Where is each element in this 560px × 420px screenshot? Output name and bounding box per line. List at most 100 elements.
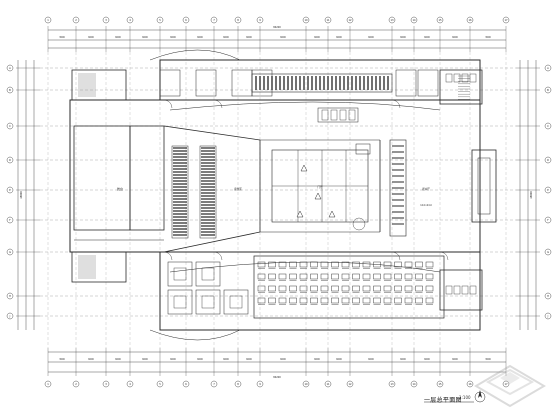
axis-bubble-top (156, 16, 164, 24)
lobby-label: 门厅 (317, 185, 323, 189)
classroom-desk (383, 297, 392, 304)
axis-bubble-top (302, 16, 310, 24)
axis-label-left: J (9, 315, 11, 318)
classroom-desk (341, 261, 350, 268)
classroom-desk (404, 273, 413, 280)
route-arc-south (169, 261, 441, 273)
bottom-dimension-label: 6000 (424, 358, 430, 361)
axis-label-right: G (547, 251, 549, 254)
lounge-seat (330, 109, 338, 121)
axis-label-bottom: 10 (304, 383, 308, 386)
sw-room (223, 289, 249, 315)
overall-dimension-bottom: 84200 (273, 376, 281, 379)
bottom-dimension-label: 3000 (59, 358, 65, 361)
axis-bubble-left (6, 216, 14, 224)
classroom-desk (320, 297, 329, 304)
axis-label-bottom: 6 (185, 383, 187, 386)
axis-bubble-right (544, 216, 552, 224)
classroom-desk (404, 297, 413, 304)
classroom-desk (278, 273, 287, 280)
axis-bubble-bottom (102, 380, 110, 388)
axis-bubble-top (44, 16, 52, 24)
axis-bubble-right (544, 186, 552, 194)
north-lounge (317, 107, 359, 123)
classroom-desk (394, 261, 402, 268)
axis-label-top: 3 (105, 19, 107, 22)
classroom-desk (394, 273, 402, 280)
top-dimension-label: 6000 (88, 36, 94, 39)
stage-label: 舞台 (117, 186, 123, 191)
axis-bubble-top (324, 16, 332, 24)
axis-bubble-bottom (234, 380, 242, 388)
axis-bubble-left (6, 292, 14, 300)
axis-bubble-left (6, 312, 14, 320)
drawing-scale: 1:100 (459, 395, 471, 400)
hall-slant-wall (163, 125, 261, 141)
classroom-desk (373, 285, 381, 292)
classroom-desk (331, 297, 339, 304)
axis-bubble-top (466, 16, 474, 24)
classroom-desk (331, 273, 339, 280)
axis-label-left: F (9, 219, 11, 222)
axis-label-left: H (9, 295, 11, 298)
axis-label-right: D (547, 159, 549, 162)
sw-room (195, 261, 221, 287)
toilet-stall (453, 285, 461, 295)
axis-bubble-bottom (302, 380, 310, 388)
axis-label-bottom: 16 (468, 383, 472, 386)
axis-label-top: 15 (438, 19, 442, 22)
top-dimension-label: 6000 (314, 36, 320, 39)
route-arc-sw (149, 329, 241, 341)
axis-bubble-bottom (44, 380, 52, 388)
classroom-desk (341, 273, 350, 280)
axis-bubble-left (6, 156, 14, 164)
east-entry-door (477, 157, 491, 215)
top-dimension-label: 6000 (400, 36, 406, 39)
lobby-column-icon (296, 210, 304, 218)
bottom-dimension-label: 6000 (314, 358, 320, 361)
axis-bubble-right (544, 86, 552, 94)
lobby-column-icon (328, 210, 336, 218)
classroom-desk (268, 261, 276, 268)
stage-size-label: 12.0×24.0 (420, 204, 432, 207)
top-dimension-label: 6000 (170, 36, 176, 39)
axis-label-bottom: 8 (237, 383, 239, 386)
top-dimension-label: 6000 (223, 36, 229, 39)
hall-slant-wall (163, 231, 261, 253)
north-room (395, 69, 417, 97)
bottom-dimension-label: 3000 (485, 358, 491, 361)
axis-label-bottom: 9 (259, 383, 261, 386)
axis-bubble-bottom (466, 380, 474, 388)
classroom-desk (352, 261, 360, 268)
drawing-title: 一层总平面图 (424, 397, 462, 404)
meeting-table (229, 295, 243, 309)
axis-label-left: A (9, 67, 11, 70)
axis-bubble-top (410, 16, 418, 24)
axis-label-right: E (547, 189, 549, 192)
classroom-desk (383, 261, 392, 268)
classroom-desk (394, 297, 402, 304)
classroom-desk (415, 297, 423, 304)
axis-bubble-top (210, 16, 218, 24)
axis-label-top: 14 (412, 19, 416, 22)
right-total-dimension: 48000 (530, 191, 533, 199)
toilet-stall (445, 73, 453, 83)
axis-label-top: 6 (185, 19, 187, 22)
door-swing (439, 251, 449, 261)
east-entry-bay (471, 149, 497, 223)
classroom-desk (257, 297, 266, 304)
bottom-dimension-label: 6000 (400, 358, 406, 361)
classroom-desk (289, 261, 297, 268)
axis-bubble-top (436, 16, 444, 24)
axis-bubble-bottom (126, 380, 134, 388)
meeting-table (201, 267, 215, 281)
top-dimension-label: 3000 (59, 36, 65, 39)
classroom-desk (425, 285, 434, 292)
route-arc-north (169, 101, 441, 111)
top-dimension-label: 6000 (336, 36, 342, 39)
axis-bubble-top (346, 16, 354, 24)
lounge-seat (339, 109, 347, 121)
axis-bubble-bottom (324, 380, 332, 388)
classroom-desk (310, 297, 318, 304)
classroom-desk (373, 273, 381, 280)
